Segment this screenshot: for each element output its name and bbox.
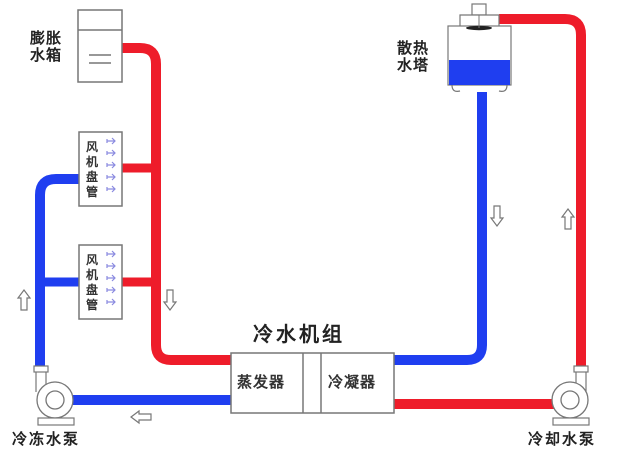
fan-coil-2-label: 风机盘管: [85, 253, 98, 312]
cooling-water-pump-label: 冷却水泵: [528, 430, 597, 448]
chilled-water-pump-icon: [33, 365, 75, 426]
cooling-tower-label: 散热 水塔: [397, 39, 430, 75]
chilled-water-pump-label: 冷冻水泵: [12, 430, 81, 448]
airflow-arrows-icon: [106, 137, 116, 193]
expansion-tank: [77, 9, 123, 83]
chiller-unit-label: 冷水机组: [253, 322, 345, 346]
cooling-tower-label-line2: 水塔: [397, 56, 430, 75]
evaporator-label: 蒸发器: [237, 373, 286, 391]
flow-arrow-up-icon: [560, 208, 576, 230]
condenser-label: 冷凝器: [328, 373, 377, 391]
pump-to-tower-pipe: [499, 14, 586, 370]
expansion-tank-label: 膨胀 水箱: [30, 29, 63, 65]
expansion-tank-label-line2: 水箱: [30, 46, 63, 65]
chiller-unit: [230, 352, 395, 414]
cooling-water-pump-icon: [551, 365, 590, 426]
expansion-tank-label-line1: 膨胀: [30, 29, 63, 47]
flow-arrow-down-icon: [489, 205, 505, 227]
chilled-supply-pipe: [122, 43, 232, 365]
cooling-tower-label-line1: 散热: [397, 39, 430, 57]
flow-arrow-down-icon: [162, 289, 178, 311]
chilled-return-riser: [35, 174, 82, 370]
tower-to-condenser-pipe: [393, 92, 487, 365]
fan-coil-1: [78, 131, 123, 207]
flow-arrow-up-icon: [16, 289, 32, 311]
fan-coil-1-label: 风机盘管: [85, 140, 98, 199]
cooling-tower: [447, 3, 512, 92]
airflow-arrows-icon: [106, 250, 116, 306]
fan-coil-2: [78, 244, 123, 320]
flow-arrow-left-icon: [130, 409, 152, 425]
